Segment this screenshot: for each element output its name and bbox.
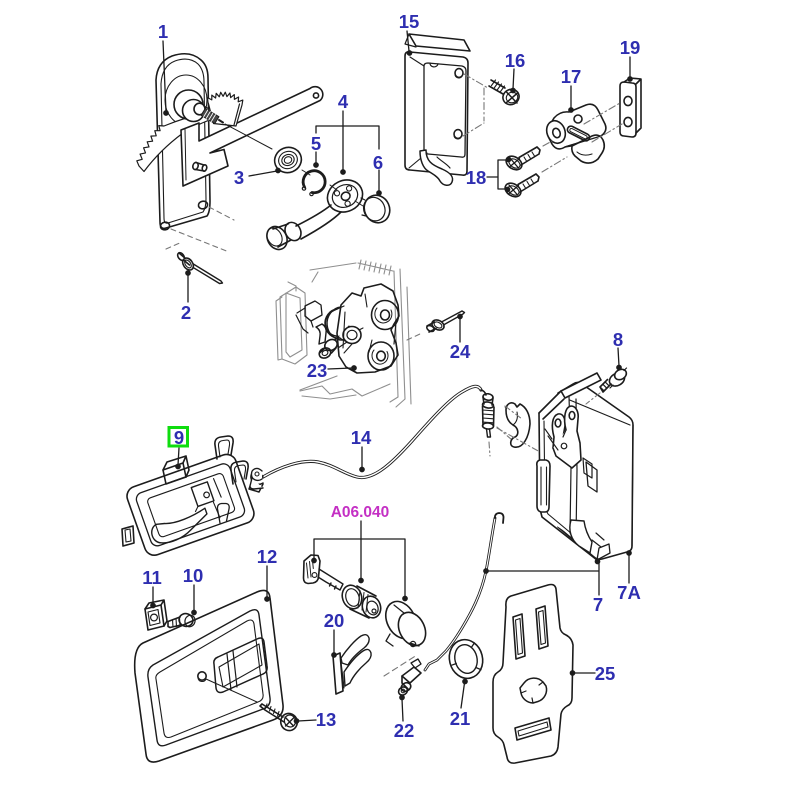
svg-text:10: 10: [183, 565, 204, 586]
svg-text:20: 20: [324, 610, 345, 631]
svg-text:3: 3: [234, 167, 244, 188]
svg-text:13: 13: [316, 709, 337, 730]
svg-text:6: 6: [373, 152, 383, 173]
svg-text:15: 15: [399, 11, 420, 32]
svg-text:7A: 7A: [617, 582, 641, 603]
svg-text:16: 16: [505, 50, 526, 71]
svg-text:25: 25: [595, 663, 616, 684]
svg-text:22: 22: [394, 720, 415, 741]
svg-text:8: 8: [613, 329, 623, 350]
svg-text:11: 11: [142, 567, 162, 588]
svg-text:19: 19: [620, 37, 641, 58]
svg-text:2: 2: [181, 302, 191, 323]
svg-text:17: 17: [561, 66, 582, 87]
svg-text:1: 1: [158, 21, 168, 42]
svg-text:7: 7: [593, 594, 603, 615]
svg-text:23: 23: [307, 360, 328, 381]
svg-text:9: 9: [174, 427, 184, 448]
svg-text:12: 12: [257, 546, 278, 567]
svg-text:21: 21: [450, 708, 471, 729]
svg-text:5: 5: [311, 133, 321, 154]
svg-text:A06.040: A06.040: [331, 504, 390, 521]
svg-text:24: 24: [450, 341, 471, 362]
svg-text:4: 4: [338, 91, 349, 112]
svg-text:18: 18: [466, 167, 487, 188]
svg-text:14: 14: [351, 427, 372, 448]
